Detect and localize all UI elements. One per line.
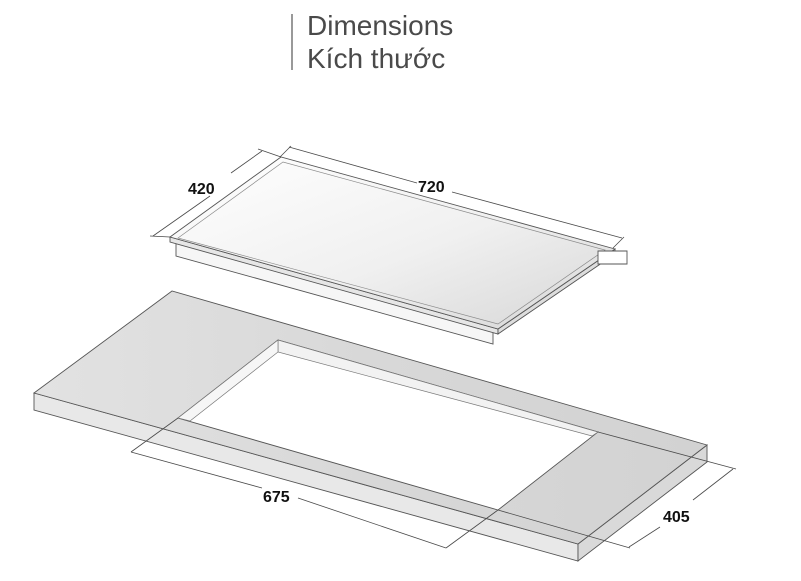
dim-line	[130, 451, 263, 489]
dim-cooktop-depth: 420	[149, 148, 282, 238]
cooktop-width-label: 720	[418, 179, 445, 196]
countertop	[32, 290, 708, 562]
dim-line	[692, 468, 734, 501]
dim-ext-line	[497, 509, 631, 549]
cooktop-depth-label: 420	[188, 181, 215, 198]
title-english: Dimensions	[307, 10, 453, 41]
dim-cutout-width: 675	[130, 417, 499, 549]
dim-ext-line	[149, 235, 171, 238]
dim-ext-line	[257, 148, 282, 158]
cutout-width-label: 675	[263, 489, 290, 506]
cutout-back-wall	[277, 339, 599, 437]
dim-ext-line	[612, 236, 625, 249]
dim-line	[288, 146, 418, 184]
countertop-top	[32, 290, 708, 545]
dim-ext-line	[130, 417, 179, 453]
dim-cooktop-width: 720	[279, 145, 625, 249]
dim-line	[230, 150, 263, 174]
cooktop	[168, 156, 628, 345]
cutout-depth-label: 405	[663, 509, 690, 526]
cooktop-frame	[177, 161, 606, 325]
dim-cutout-depth: 405	[497, 431, 737, 549]
cutout-left-wall	[177, 339, 279, 422]
header: Dimensions Kích thước	[291, 10, 453, 74]
dim-line	[451, 191, 623, 239]
dim-line	[628, 526, 661, 548]
cooktop-glass-top	[168, 156, 617, 330]
dim-ext-line	[445, 509, 499, 549]
dim-ext-line	[279, 145, 292, 158]
countertop-front-face	[33, 392, 579, 562]
title-vietnamese: Kích thước	[307, 43, 445, 74]
dim-ext-line	[597, 431, 737, 470]
dim-line	[297, 497, 447, 549]
cooktop-connector	[597, 250, 628, 265]
dim-line	[152, 195, 211, 237]
